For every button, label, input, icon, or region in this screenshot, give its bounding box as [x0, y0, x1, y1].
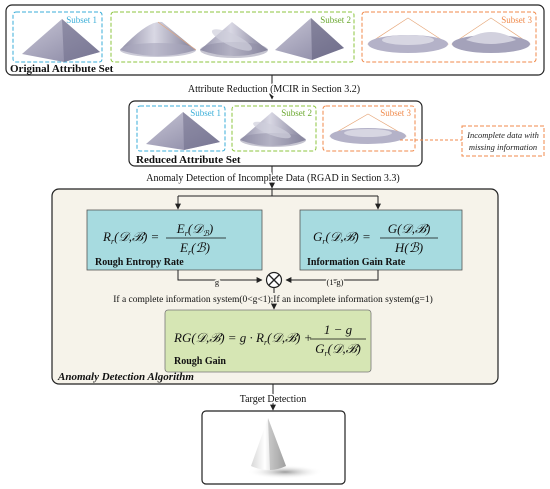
svg-text:RG(𝒟,ℬ) = g · Rr(𝒟,ℬ) +: RG(𝒟,ℬ) = g · Rr(𝒟,ℬ) + — [173, 330, 312, 347]
svg-text:1 − g: 1 − g — [324, 322, 353, 337]
original-subset-1-box — [12, 11, 103, 63]
svg-text:G(𝒟,ℬ): G(𝒟,ℬ) — [388, 221, 431, 236]
weight-g-label: g — [215, 277, 220, 287]
reduced-attribute-set-label: Reduced Attribute Set — [136, 154, 241, 166]
reduced-subset-3-box — [322, 105, 416, 152]
target-step-label: Target Detection — [240, 394, 307, 405]
reduced-subset-1-label: Subset 1 — [190, 108, 221, 118]
cone-icon — [247, 418, 323, 479]
flow-arrow — [177, 270, 263, 283]
cone-icon — [329, 113, 407, 144]
original-attribute-set-label: Original Attribute Set — [10, 63, 114, 75]
cone-icon — [240, 112, 306, 147]
original-subset-2-label: Subset 2 — [320, 15, 351, 25]
information-gain-rate-label: Information Gain Rate — [307, 257, 406, 268]
reduced-subset-2-label: Subset 2 — [281, 108, 312, 118]
incomplete-data-note — [461, 125, 545, 157]
reduced-subset-3-label: Subset 3 — [380, 108, 411, 118]
rough-entropy-formula: Rr(𝒟,ℬ) = Er(𝒟ℬ) Er(ℬ) — [102, 221, 226, 257]
original-subset-3-label: Subset 3 — [501, 15, 532, 25]
multiply-node-icon — [265, 271, 283, 289]
svg-text:Gr(𝒟,ℬ) =: Gr(𝒟,ℬ) = — [313, 229, 371, 246]
svg-text:Er(𝒟ℬ): Er(𝒟ℬ) — [176, 221, 213, 238]
reduced-subset-1-box — [136, 105, 226, 152]
cone-icon — [367, 17, 449, 53]
algorithm-label: Anomaly Detection Algorithm — [57, 371, 194, 383]
cone-icon — [120, 21, 197, 57]
original-attribute-set-box — [5, 4, 545, 76]
original-subset-1-label: Subset 1 — [66, 15, 97, 25]
svg-text:Rr(𝒟,ℬ) =: Rr(𝒟,ℬ) = — [102, 229, 159, 246]
flow-arrow — [285, 270, 379, 283]
reduction-step-label: Attribute Reduction (MCIR in Section 3.2… — [188, 84, 360, 95]
information-gain-rate-box — [299, 209, 463, 271]
original-subset-2-box — [110, 11, 355, 63]
weight-one-minus-g-label: (1-g) — [327, 277, 344, 287]
cone-icon — [22, 19, 100, 62]
svg-text:Er(ℬ): Er(ℬ) — [179, 240, 210, 257]
incomplete-note-line-1: Incomplete data with — [466, 130, 539, 140]
cone-icon — [275, 18, 344, 60]
cone-icon — [200, 22, 268, 58]
rough-gain-label: Rough Gain — [174, 356, 226, 367]
incomplete-note-line-2: missing information — [469, 142, 537, 152]
condition-text: If a complete information system(0<g<1);… — [113, 294, 432, 305]
svg-text:H(ℬ): H(ℬ) — [394, 240, 423, 255]
original-subset-3-box — [361, 11, 537, 63]
rough-gain-box — [164, 309, 372, 373]
rough-entropy-rate-box — [86, 209, 263, 271]
cone-icon — [146, 112, 220, 150]
information-gain-formula: Gr(𝒟,ℬ) = G(𝒟,ℬ) H(ℬ) — [313, 221, 438, 255]
detection-step-label: Anomaly Detection of Incomplete Data (RG… — [146, 173, 400, 184]
svg-text:Gr(𝒟,ℬ): Gr(𝒟,ℬ) — [315, 341, 361, 358]
rough-entropy-rate-label: Rough Entropy Rate — [95, 257, 184, 268]
reduced-subset-2-box — [231, 105, 317, 152]
cone-icon — [451, 17, 531, 53]
rough-gain-formula: RG(𝒟,ℬ) = g · Rr(𝒟,ℬ) + 1 − g Gr(𝒟,ℬ) — [173, 322, 366, 358]
